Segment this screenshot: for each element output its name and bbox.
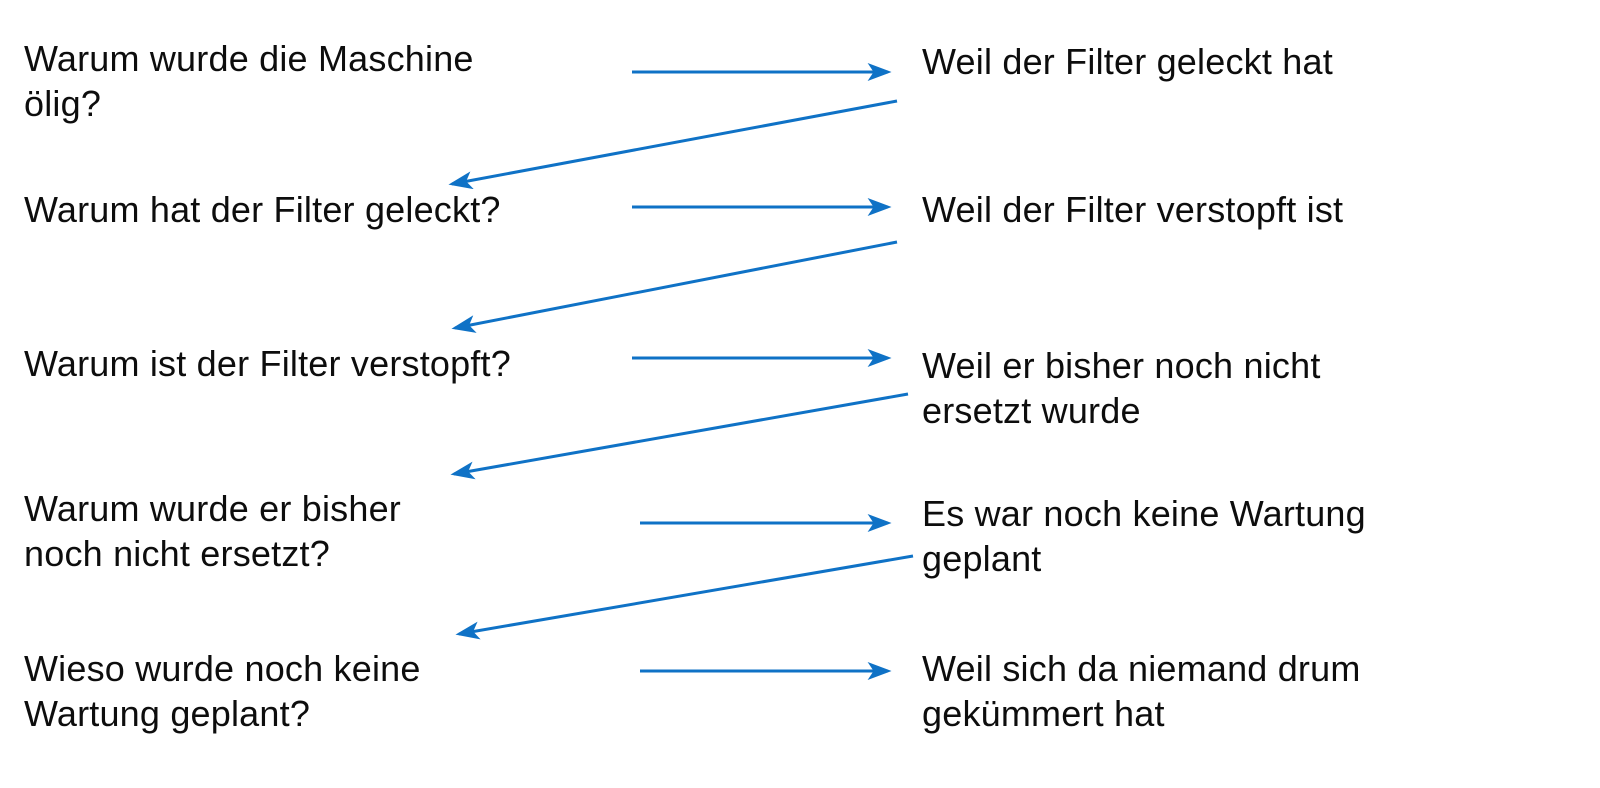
arrow-answer2-to-question3 (451, 240, 898, 333)
question-2: Warum hat der Filter geleckt? (24, 189, 501, 230)
answer-4: Es war noch keine Wartung geplant (922, 493, 1366, 579)
arrow-answer1-to-question2 (448, 99, 898, 190)
question-3: Warum ist der Filter verstopft? (24, 343, 511, 384)
question-5: Wieso wurde noch keine Wartung geplant? (24, 648, 421, 734)
question-1: Warum wurde die Maschine ölig? (24, 38, 474, 124)
answer-5: Weil sich da niemand drum gekümmert hat (922, 648, 1361, 734)
arrow-answer3-to-question4 (450, 392, 909, 480)
answer-2: Weil der Filter verstopft ist (922, 189, 1344, 230)
question-4: Warum wurde er bisher noch nicht ersetzt… (24, 488, 401, 574)
answer-3: Weil er bisher noch nicht ersetzt wurde (922, 345, 1321, 431)
answer-1: Weil der Filter geleckt hat (922, 41, 1333, 82)
arrow-answer4-to-question5 (455, 554, 914, 640)
